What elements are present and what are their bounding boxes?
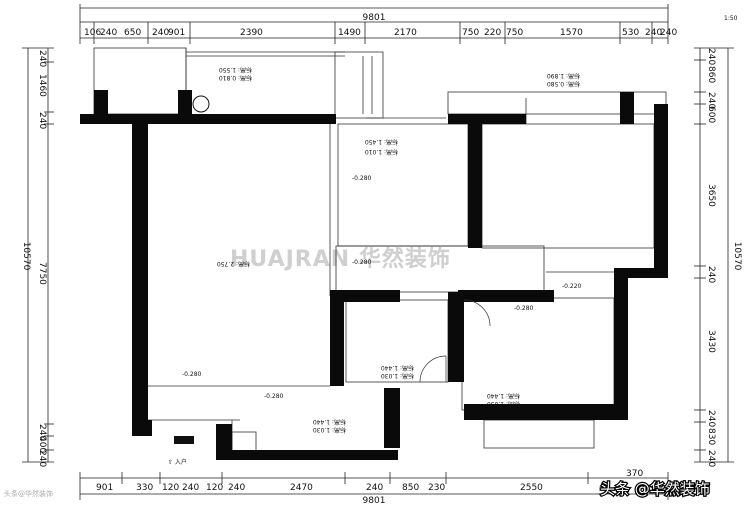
bottom-seg-9: 230: [428, 483, 445, 493]
structural-walls: [80, 90, 668, 460]
top-seg-9: 220: [484, 28, 501, 38]
bottom-total-dimension: 9801: [363, 496, 386, 506]
top-total-dimension: 9801: [363, 13, 386, 23]
label-balcony: 标高: 0.810: [219, 74, 252, 82]
level-study: -0.280: [352, 175, 372, 182]
right-seg-9: 240: [706, 450, 716, 467]
label-bedroom-2: 标高: 1.440: [487, 392, 520, 400]
right-seg-8: 830: [706, 428, 716, 445]
entrance-marker: ⇧ 入户: [168, 436, 194, 466]
top-seg-13: 240: [645, 28, 662, 38]
bottom-seg-5: 240: [228, 483, 245, 493]
bottom-seg-4: 120: [206, 483, 223, 493]
credit-overlay: 头条 @华然装饰: [599, 479, 711, 500]
bottom-seg-10: 2550: [520, 483, 543, 493]
top-dimension-chain: [79, 4, 669, 44]
left-seg-2: 240: [37, 112, 47, 129]
top-seg-2: 650: [124, 28, 141, 38]
top-seg-14: 240: [660, 28, 677, 38]
left-seg-6: 240: [37, 450, 47, 467]
top-seg-10: 750: [506, 28, 523, 38]
bottom-seg-0: 901: [96, 483, 113, 493]
top-seg-11: 1570: [560, 28, 583, 38]
bottom-seg-2: 120: [162, 483, 179, 493]
bottom-seg-8: 850: [402, 483, 419, 493]
label-bedroom: 标高: 1.030: [487, 400, 520, 408]
bottom-seg-11: 370: [626, 469, 643, 479]
top-seg-12: 530: [622, 28, 639, 38]
bottom-seg-3: 240: [182, 483, 199, 493]
right-seg-0: 240: [706, 48, 716, 65]
top-seg-6: 1490: [338, 28, 361, 38]
source-hint: 头条@华然装饰: [4, 489, 53, 498]
top-segment-labels: 106 240 650 240 901 2390 1490 2170 750 2…: [84, 28, 677, 38]
top-seg-1: 240: [100, 28, 117, 38]
level-living: -0.280: [182, 371, 202, 378]
right-seg-4: 3650: [706, 184, 716, 207]
left-seg-0: 240: [37, 50, 47, 67]
top-seg-7: 2170: [394, 28, 417, 38]
top-tick-small: 1:50: [724, 15, 738, 22]
right-seg-7: 240: [706, 410, 716, 427]
right-seg-2: 240: [706, 92, 716, 109]
label-kitchen-2: 标高: 1.440: [381, 364, 414, 372]
right-total-dimension: 10570: [732, 242, 742, 271]
label-living: 标高: 2.750: [217, 260, 250, 268]
left-seg-1: 1460: [37, 74, 47, 97]
top-seg-5: 2390: [240, 28, 263, 38]
left-seg-3: 7750: [37, 262, 47, 285]
right-segment-labels: 240 860 240 600 3650 240 3430 240 830 24…: [706, 48, 716, 467]
level-bedroom: -0.280: [514, 305, 534, 312]
bottom-seg-7: 240: [366, 483, 383, 493]
bottom-dimension-chain: [79, 472, 669, 500]
right-dimension-chain: [694, 47, 734, 463]
brand-watermark: HUAJRAN 华然装饰: [230, 246, 451, 272]
left-segment-labels: 240 1460 240 7750 240 400 240: [37, 50, 47, 467]
right-seg-6: 3430: [706, 330, 716, 353]
top-seg-3: 240: [152, 28, 169, 38]
bottom-segment-labels: 901 330 120 240 120 240 2470 240 850 230…: [96, 469, 643, 493]
level-bedroom-b: -0.220: [562, 283, 582, 290]
floor-drain-icon: [192, 95, 210, 113]
top-seg-0: 106: [84, 28, 101, 38]
door-swings: [419, 299, 491, 383]
bottom-seg-6: 2470: [290, 483, 313, 493]
level-entrance: -0.280: [264, 393, 284, 400]
label-balcony-2: 标高: 1.550: [219, 66, 252, 74]
left-total-dimension: 10570: [21, 242, 31, 271]
credit-text: 头条 @华然装饰: [600, 480, 710, 498]
level-bath: -0.280: [352, 259, 372, 266]
right-seg-1: 860: [706, 66, 716, 83]
label-master-2: 标高: 1.890: [547, 72, 580, 80]
right-seg-3: 600: [706, 106, 716, 123]
bottom-seg-1: 330: [136, 483, 153, 493]
top-seg-4: 901: [168, 28, 185, 38]
label-kitchen: 标高: 1.030: [381, 372, 414, 380]
left-seg-4: 240: [37, 424, 47, 441]
label-dining: 标高: 1.030: [313, 426, 346, 434]
level-annotations: -0.280 标高: 1.010 标高: 1.450 -0.280 标高: 2.…: [182, 66, 582, 434]
label-master: 标高: 0.580: [547, 80, 580, 88]
label-study-2: 标高: 1.450: [365, 138, 398, 146]
top-seg-8: 750: [462, 28, 479, 38]
left-seg-5: 400: [37, 436, 47, 453]
entrance-glyph: ⇧ 入户: [168, 458, 187, 466]
label-study: 标高: 1.010: [365, 148, 398, 156]
label-dining-2: 标高: 1.440: [313, 418, 346, 426]
left-dimension-chain: [22, 47, 54, 463]
right-seg-5: 240: [706, 266, 716, 283]
